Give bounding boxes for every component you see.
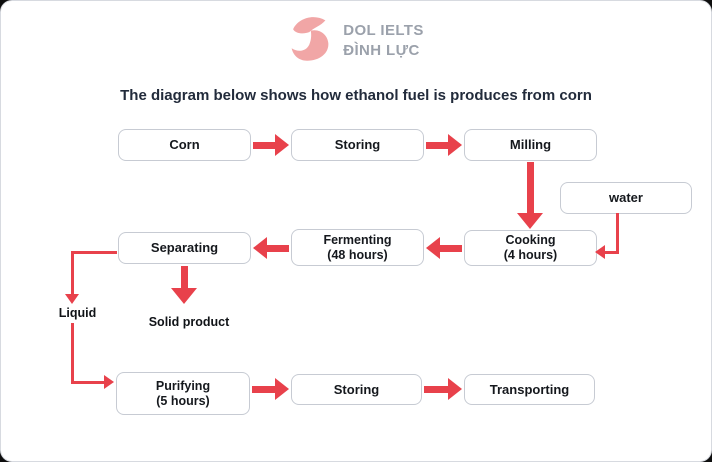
box-storing-1: Storing: [291, 129, 424, 161]
box-purifying-label: Purifying: [155, 378, 211, 393]
box-cooking: Cooking (4 hours): [464, 230, 597, 266]
box-water-label: water: [609, 190, 643, 206]
page-title: The diagram below shows how ethanol fuel…: [120, 87, 592, 104]
box-purifying-sublabel: (5 hours): [156, 393, 210, 408]
box-milling-label: Milling: [509, 137, 552, 153]
box-storing-1-label: Storing: [334, 137, 381, 153]
box-fermenting-label: Fermenting: [323, 232, 392, 247]
arrow-separating-to-solid-product: [169, 266, 199, 304]
box-storing-2-label: Storing: [333, 381, 380, 397]
dol-logo-line2: ĐÌNH LỰC: [343, 41, 420, 59]
box-fermenting-sublabel: (48 hours): [327, 247, 388, 262]
connector-liquid-to-purifying-hseg: [71, 381, 105, 384]
label-solid-product: Solid product: [148, 315, 230, 329]
arrow-fermenting-to-separating: [253, 237, 289, 259]
box-milling: Milling: [464, 129, 597, 161]
connector-water-to-cooking-vseg: [616, 213, 619, 254]
dol-logo: DOL IELTS ĐÌNH LỰC: [1, 13, 711, 68]
box-corn-label: Corn: [169, 137, 200, 153]
box-purifying: Purifying (5 hours): [116, 372, 250, 415]
connector-water-to-cooking-arrowhead: [595, 245, 605, 259]
arrow-purifying-to-storing: [252, 378, 289, 400]
dol-swoosh-icon: [288, 13, 332, 68]
connector-water-to-cooking-hseg: [603, 251, 619, 254]
dol-logo-line1: DOL IELTS: [343, 22, 424, 39]
connector-separating-to-liquid-vseg: [71, 251, 74, 295]
connector-liquid-to-purifying-vseg: [71, 323, 74, 384]
box-fermenting: Fermenting (48 hours): [291, 229, 424, 266]
box-separating: Separating: [118, 232, 251, 264]
box-water: water: [560, 182, 692, 214]
arrow-corn-to-storing: [253, 134, 289, 156]
dol-logo-text: DOL IELTS ĐÌNH LỰC: [343, 21, 424, 60]
connector-separating-to-liquid-hseg: [71, 251, 117, 254]
box-transporting-label: Transporting: [489, 381, 570, 397]
box-cooking-sublabel: (4 hours): [503, 248, 558, 262]
arrow-cooking-to-fermenting: [426, 237, 462, 259]
box-separating-label: Separating: [150, 240, 219, 256]
connector-liquid-to-purifying-arrowhead: [104, 375, 114, 389]
box-corn: Corn: [118, 129, 251, 161]
box-cooking-label: Cooking: [505, 233, 556, 247]
arrow-storing-to-transporting: [424, 378, 462, 400]
arrow-milling-to-cooking: [515, 162, 545, 229]
box-transporting: Transporting: [464, 374, 595, 405]
connector-separating-to-liquid-arrowhead: [65, 294, 79, 304]
arrow-storing-to-milling: [426, 134, 462, 156]
label-liquid: Liquid: [58, 306, 97, 320]
box-storing-2: Storing: [291, 374, 422, 405]
